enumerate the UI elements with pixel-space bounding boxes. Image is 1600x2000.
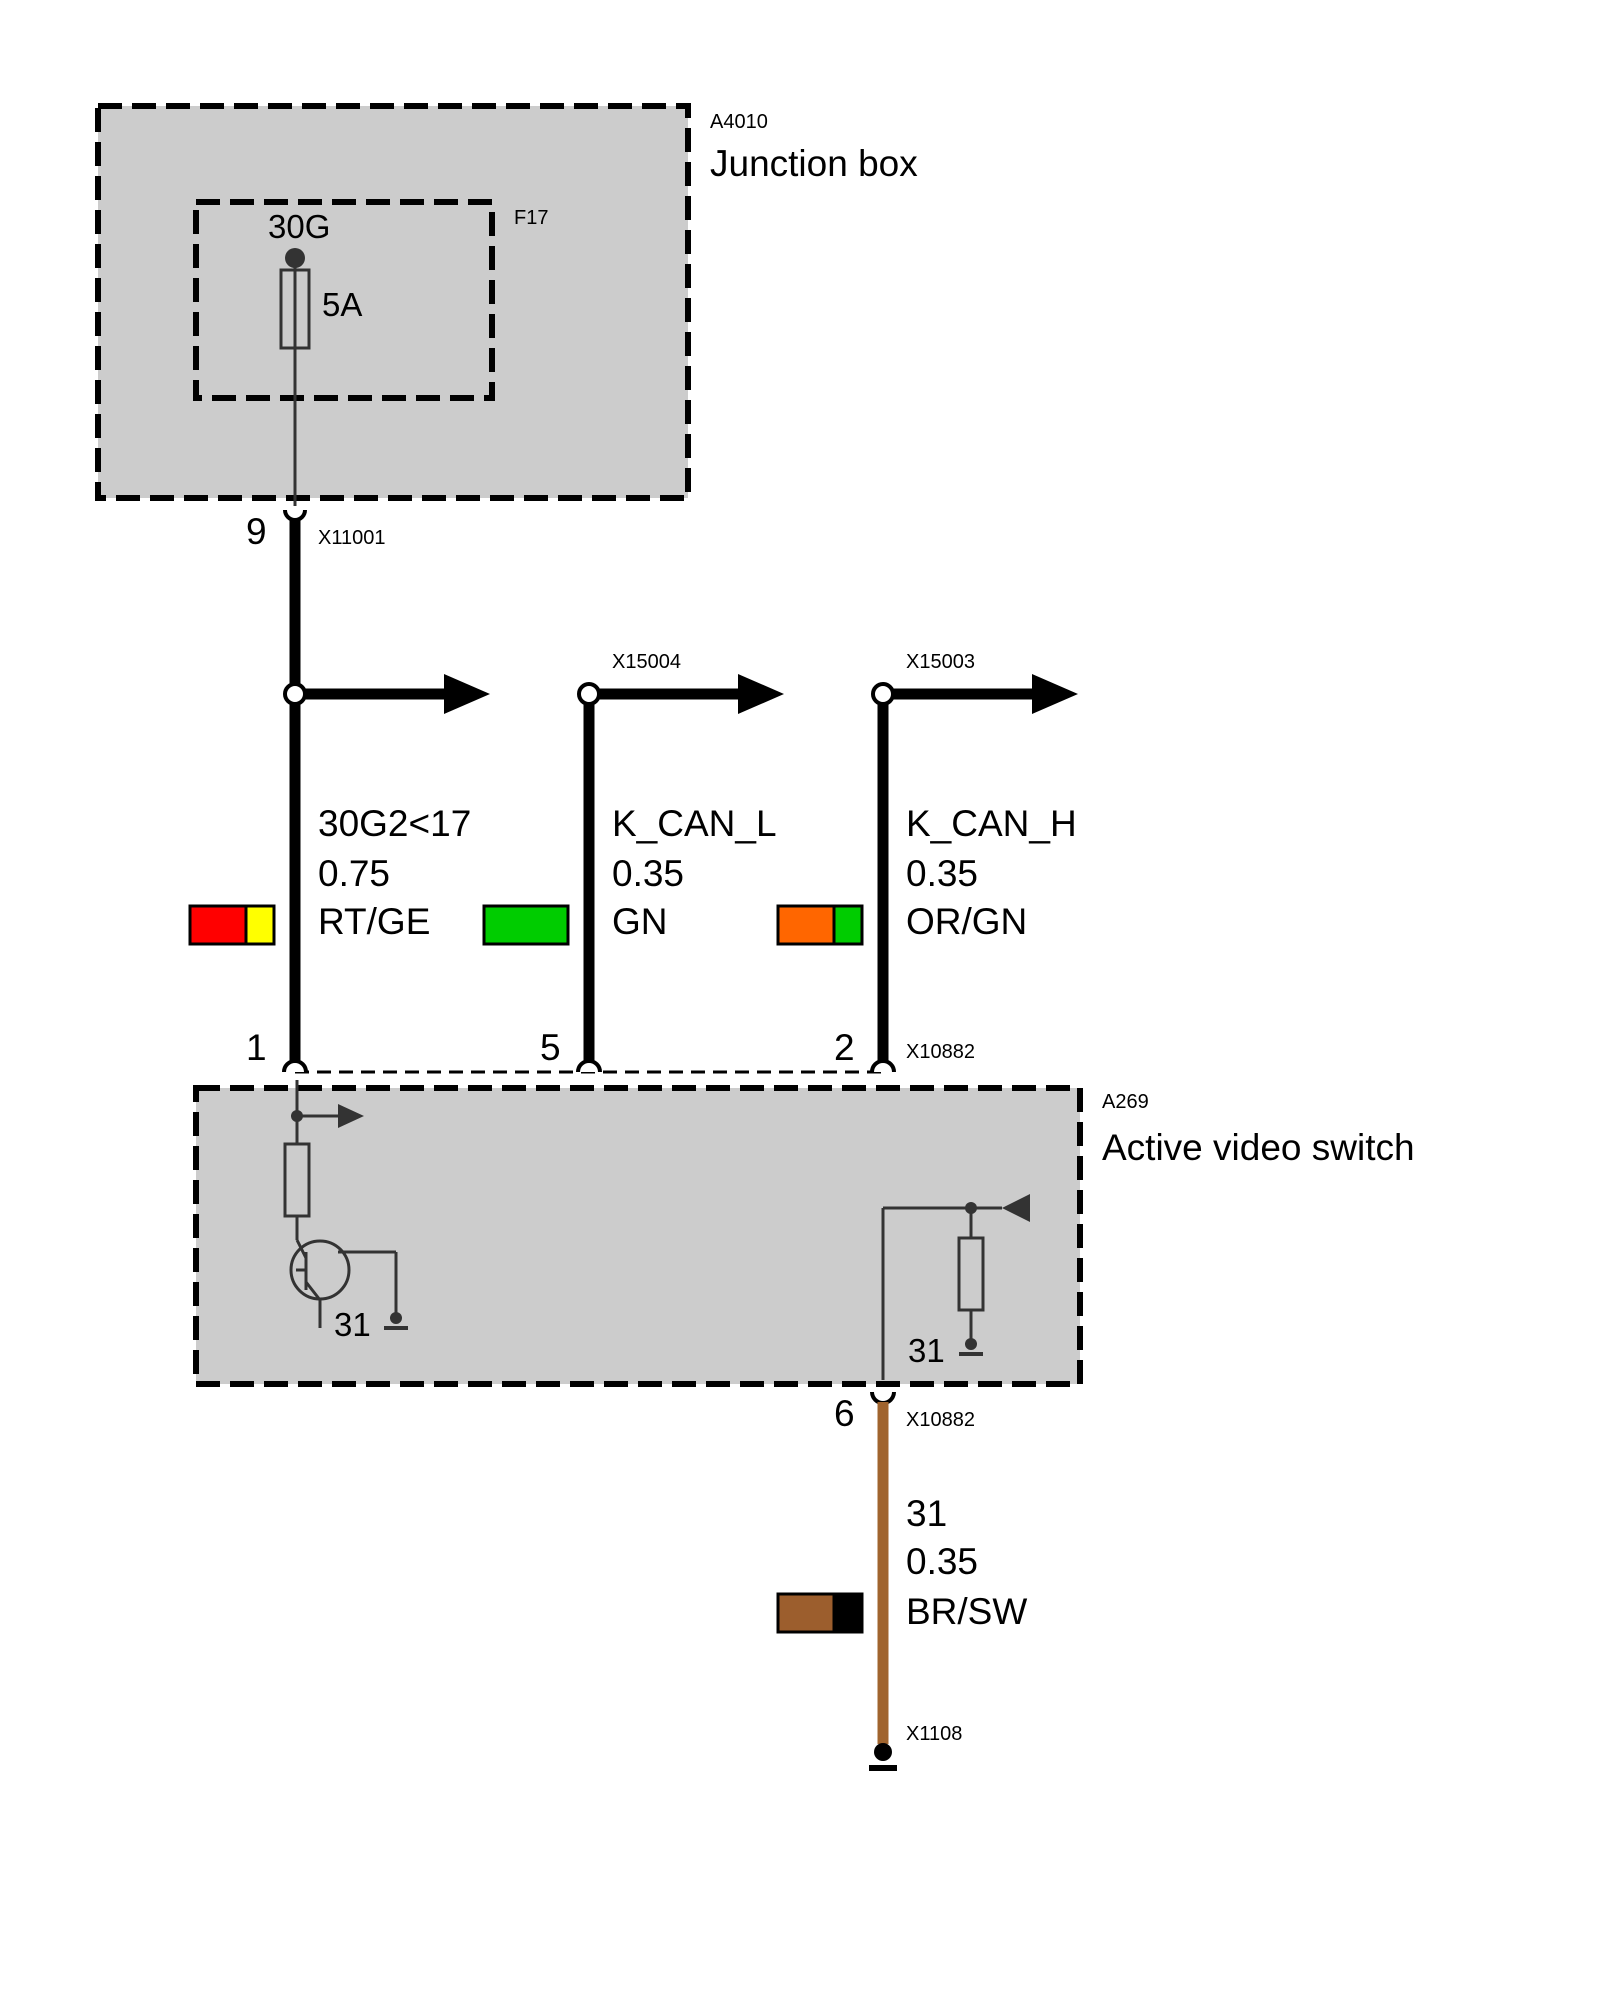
transistor-emitter (304, 1281, 322, 1301)
junction-box-code: A4010 (710, 111, 768, 133)
transistor-collector (295, 1239, 308, 1259)
wire-5-gauge: 0.35 (612, 853, 684, 894)
pin-9-label: 9 (246, 511, 267, 552)
wire-end-dot (871, 682, 895, 706)
active-video-switch-code: A269 (1102, 1091, 1149, 1113)
active-video-switch-name: Active video switch (1102, 1127, 1415, 1168)
pin-1-label: 1 (246, 1027, 267, 1068)
swatch-black (832, 1592, 864, 1634)
wire-1-signal: 30G2<17 (318, 803, 471, 844)
fuse-block: F17 30G 5A (193, 199, 548, 506)
ground-wire-gauge: 0.35 (906, 1541, 978, 1582)
arrow-right-icon (444, 674, 490, 714)
ground-wire-signal: 31 (906, 1493, 947, 1534)
connector-cup-icon (282, 1059, 308, 1073)
ground-wire: 31 0.35 BR/SW X1108 (776, 1402, 1027, 1771)
connector-x10882-top-label: X10882 (906, 1041, 975, 1063)
junction-box-name: Junction box (710, 143, 918, 184)
arrow-right-icon (338, 1104, 364, 1128)
right-circuit: 31 (881, 1194, 1030, 1380)
connector-cup-icon (870, 1059, 896, 1073)
left-circuit: 31 (283, 1080, 408, 1343)
wire-5-color-code: GN (612, 901, 668, 942)
wire-2-gauge: 0.35 (906, 853, 978, 894)
arrow-left-icon (1002, 1194, 1030, 1222)
active-video-switch-outline (193, 1085, 1083, 1387)
ground-dot (965, 1338, 977, 1350)
connector-x10882-bottom-label: X10882 (906, 1409, 975, 1431)
fuse-rating: 5A (322, 286, 362, 323)
ground-wire-color-code: BR/SW (906, 1591, 1027, 1632)
wire-5: X15004 K_CAN_L 0.35 GN 5 (482, 651, 784, 1068)
connector-x10882-bottom: 6 X10882 (834, 1391, 975, 1434)
wire-1: 30G2<17 0.75 RT/GE 1 (188, 520, 490, 1068)
connector-cup-icon (870, 1391, 896, 1405)
connector-x15004-label: X15004 (612, 651, 681, 673)
pin-2-label: 2 (834, 1027, 855, 1068)
connector-cup-icon (576, 1059, 602, 1073)
ground-point-dot (874, 1743, 892, 1761)
connector-x10882-top: X10882 (282, 1041, 975, 1074)
splice-dot (283, 682, 307, 706)
connector-x15003-label: X15003 (906, 651, 975, 673)
left-ground-label: 31 (334, 1306, 371, 1343)
fuse-terminal-label: 30G (268, 208, 330, 245)
swatch-orange (776, 904, 836, 946)
wire-2-color-code: OR/GN (906, 901, 1027, 942)
ground-dot (390, 1312, 402, 1324)
wire-1-color-code: RT/GE (318, 901, 430, 942)
wire-5-signal: K_CAN_L (612, 803, 777, 844)
fuse-block-outline (193, 199, 495, 401)
connector-x11001: 9 X11001 (246, 509, 385, 552)
wire-2: X15003 K_CAN_H 0.35 OR/GN 2 (776, 651, 1078, 1068)
swatch-red (188, 904, 248, 946)
wire-2-signal: K_CAN_H (906, 803, 1077, 844)
swatch-green (482, 904, 570, 946)
pin-5-label: 5 (540, 1027, 561, 1068)
swatch-yellow (244, 904, 276, 946)
fuse-code: F17 (514, 207, 548, 229)
arrow-right-icon (738, 674, 784, 714)
wire-end-dot (577, 682, 601, 706)
swatch-green (832, 904, 864, 946)
pin-6-label: 6 (834, 1393, 855, 1434)
connector-x1108-label: X1108 (906, 1723, 962, 1745)
wire-1-gauge: 0.75 (318, 853, 390, 894)
connector-x11001-label: X11001 (318, 527, 385, 549)
swatch-brown (776, 1592, 836, 1634)
connector-cup-icon (283, 509, 307, 522)
right-ground-label: 31 (908, 1332, 945, 1369)
active-video-switch: A269 Active video switch 31 (193, 1080, 1415, 1387)
arrow-right-icon (1032, 674, 1078, 714)
junction-box-outline (95, 103, 691, 501)
junction-box: A4010 Junction box F17 30G 5A (95, 103, 918, 506)
